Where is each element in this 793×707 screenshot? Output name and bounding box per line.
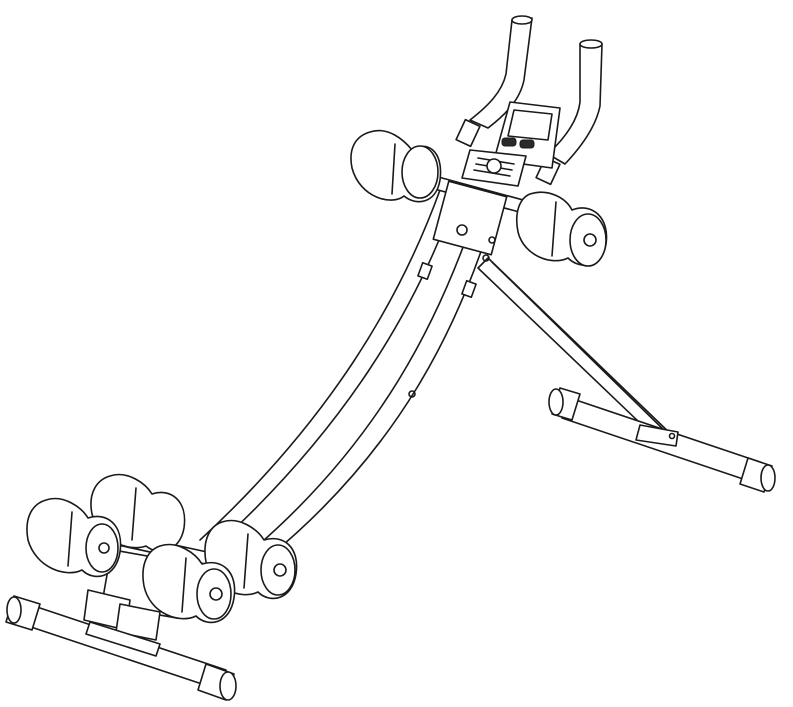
sensor-grip [473, 157, 515, 177]
rear-foot-bar [548, 387, 776, 493]
front-foot-bar [5, 595, 237, 701]
upper-right-roller [515, 191, 608, 267]
curved-main-rails [199, 189, 495, 557]
display-console [461, 101, 561, 187]
lower-front-left-roller [26, 497, 122, 578]
lower-front-right-roller [142, 543, 236, 624]
handlebars [455, 15, 603, 186]
upper-left-roller [350, 129, 442, 203]
